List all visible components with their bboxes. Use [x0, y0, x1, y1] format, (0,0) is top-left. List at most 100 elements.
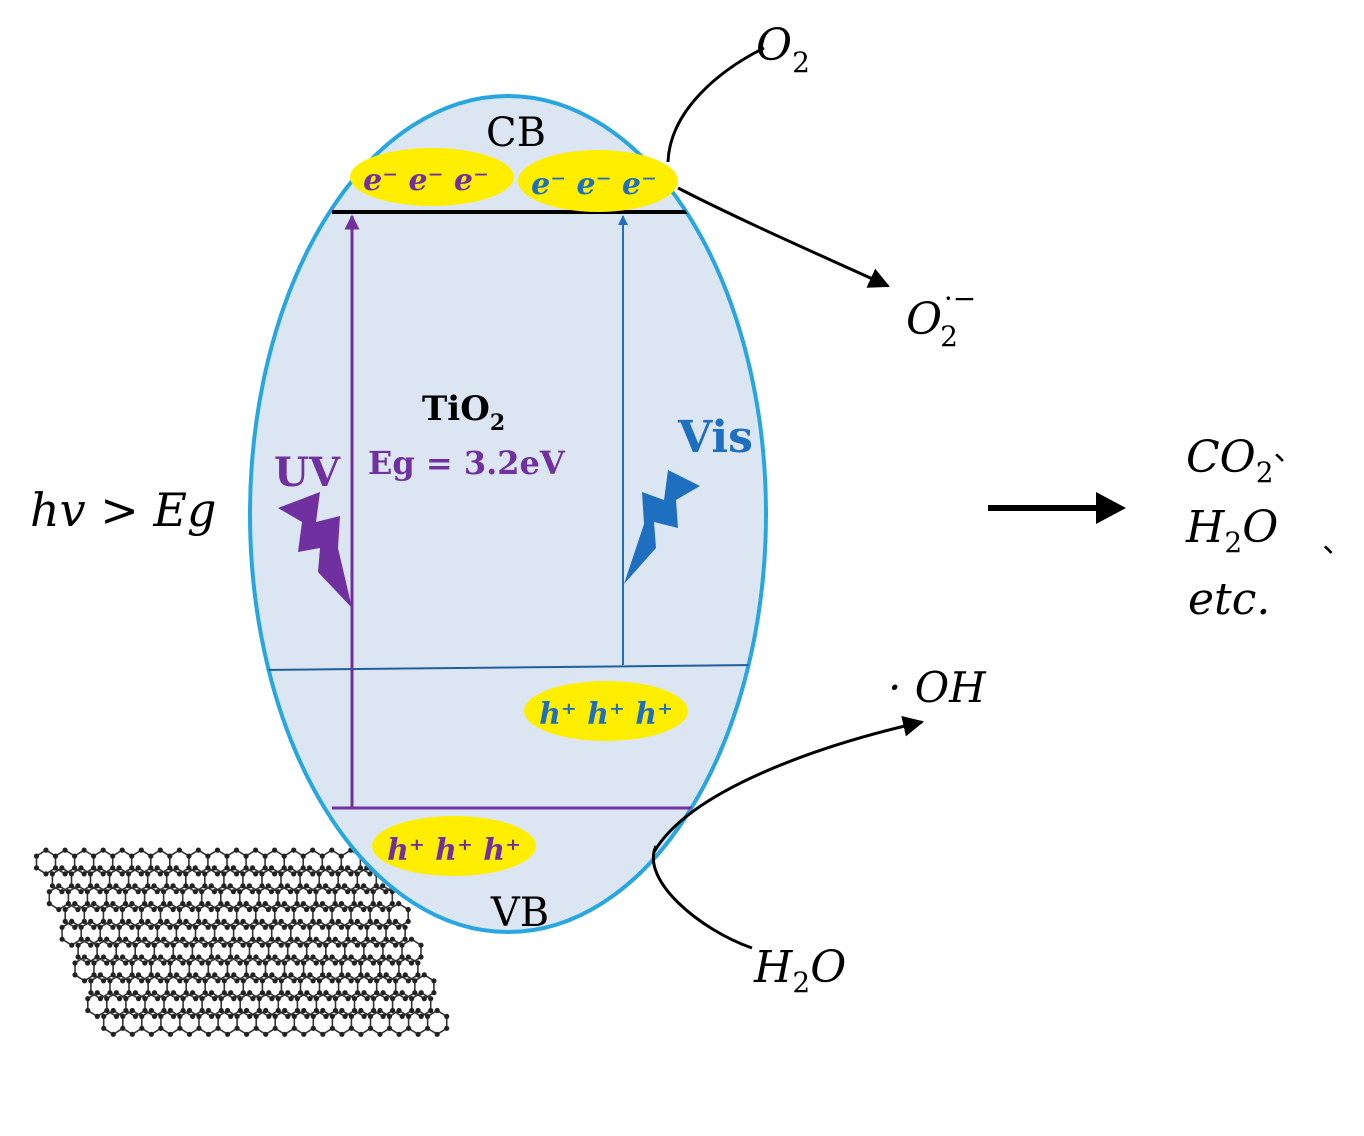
graphene-atom [208, 942, 214, 948]
graphene-atom [142, 960, 148, 966]
graphene-atom [237, 960, 243, 966]
graphene-atom [173, 889, 179, 895]
graphene-atom [345, 865, 351, 871]
graphene-atom [262, 924, 268, 930]
graphene-atom [224, 853, 230, 859]
graphene-atom [380, 906, 386, 913]
graphene-atom [94, 883, 100, 889]
graphene-atom [285, 1013, 291, 1020]
graphene-atom [373, 942, 380, 948]
graphene-atom [351, 960, 357, 966]
graphene-atom [434, 1031, 440, 1037]
graphene-atom [196, 906, 202, 913]
graphene-atom [62, 918, 68, 925]
graphene-atom [49, 871, 56, 877]
graphene-atom [342, 942, 348, 948]
graphene-atom [148, 1031, 154, 1037]
graphene-atom [380, 990, 386, 996]
graphene-atom [399, 990, 405, 996]
graphene-atom [161, 936, 167, 942]
graphene-atom [329, 954, 335, 960]
graphene-atom [301, 960, 307, 966]
graphene-atom [253, 847, 259, 853]
graphene-atom [186, 972, 192, 978]
graphene-atom [72, 901, 78, 907]
graphene-atom [192, 889, 198, 895]
graphene-atom [244, 1007, 250, 1014]
graphene-atom [132, 990, 138, 996]
graphene-atom [78, 924, 84, 930]
graphene-atom [199, 960, 205, 966]
product-arrow-head [1096, 492, 1126, 524]
graphene-atom [253, 1025, 259, 1031]
graphene-atom [256, 996, 262, 1002]
graphene-atom [361, 954, 367, 960]
graphene-atom [186, 901, 192, 907]
graphene-atom [281, 853, 287, 859]
graphene-atom [157, 847, 163, 853]
graphene-atom [243, 972, 249, 978]
graphene-atom [212, 936, 218, 942]
graphene-atom [62, 906, 68, 913]
graphene-atom [110, 972, 116, 978]
graphene-atom [370, 889, 376, 895]
graphene-atom [342, 954, 348, 960]
graphene-atom [148, 901, 154, 907]
graphene-atom [275, 889, 281, 895]
graphene-atom [97, 972, 103, 978]
graphene-atom [367, 1025, 374, 1031]
graphene-atom [386, 954, 392, 960]
graphene-atom [81, 871, 87, 877]
graphene-atom [94, 942, 100, 948]
graphene-atom [377, 924, 383, 930]
graphene-atom [84, 889, 90, 895]
graphene-atom [107, 990, 113, 996]
graphene-atom [329, 918, 335, 925]
graphene-atom [272, 1025, 278, 1031]
graphene-atom [174, 972, 180, 978]
graphene-atom [132, 1013, 138, 1020]
graphene-atom [377, 972, 383, 978]
graphene-atom [300, 865, 306, 871]
graphene-atom [215, 1025, 221, 1031]
graphene-atom [215, 954, 221, 960]
graphene-atom [240, 990, 246, 996]
graphene-atom [138, 906, 145, 913]
graphene-atom [294, 996, 300, 1002]
graphene-atom [253, 1013, 259, 1020]
graphene-atom [332, 889, 338, 895]
graphene-atom [243, 960, 249, 966]
graphene-atom [91, 865, 97, 871]
graphene-atom [342, 990, 348, 996]
graphene-atom [94, 1013, 100, 1020]
graphene-atom [119, 871, 125, 877]
graphene-atom [434, 1007, 440, 1014]
graphene-atom [33, 853, 40, 859]
graphene-atom [291, 871, 297, 877]
graphene-atom [155, 996, 161, 1002]
graphene-atom [129, 865, 135, 871]
bandgap-label: Eg = 3.2eV [368, 444, 566, 482]
graphene-atom [167, 1007, 173, 1014]
graphene-atom [177, 1013, 183, 1020]
graphene-atom [272, 918, 278, 925]
graphene-atom [135, 936, 141, 942]
vb-label: VB [490, 890, 549, 936]
graphene-atom [358, 924, 364, 930]
graphene-atom [167, 1031, 173, 1037]
graphene-atom [246, 883, 252, 889]
graphene-atom [215, 978, 221, 984]
graphene-atom [409, 996, 415, 1002]
graphene-atom [230, 889, 236, 895]
graphene-atom [326, 936, 332, 942]
graphene-atom [237, 996, 243, 1002]
graphene-atom [193, 996, 199, 1002]
graphene-atom [132, 906, 138, 913]
graphene-atom [285, 990, 291, 996]
graphene-atom [243, 865, 249, 871]
graphene-atom [313, 936, 319, 942]
water-label: H2O [753, 942, 846, 999]
graphene-atom [113, 990, 119, 996]
graphene-atom [88, 942, 94, 948]
